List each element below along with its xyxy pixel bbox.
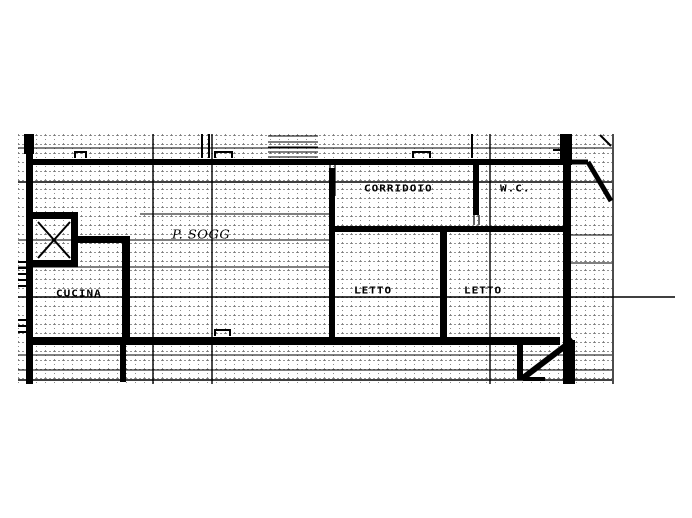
room-label-corridoio: CORRIDOIO (364, 182, 433, 195)
opening-marks (74, 134, 562, 336)
walls (24, 134, 575, 384)
room-label-cucina: CUCINA (56, 287, 102, 300)
room-label-letto-2: LETTO (464, 284, 503, 297)
grid-paper (18, 134, 675, 384)
room-label-letto-1: LETTO (354, 284, 393, 297)
room-label-soggiorno: P. SOGG (172, 228, 231, 243)
room-label-wc: W.C. (500, 182, 531, 195)
wall-diagonals (37, 134, 614, 381)
